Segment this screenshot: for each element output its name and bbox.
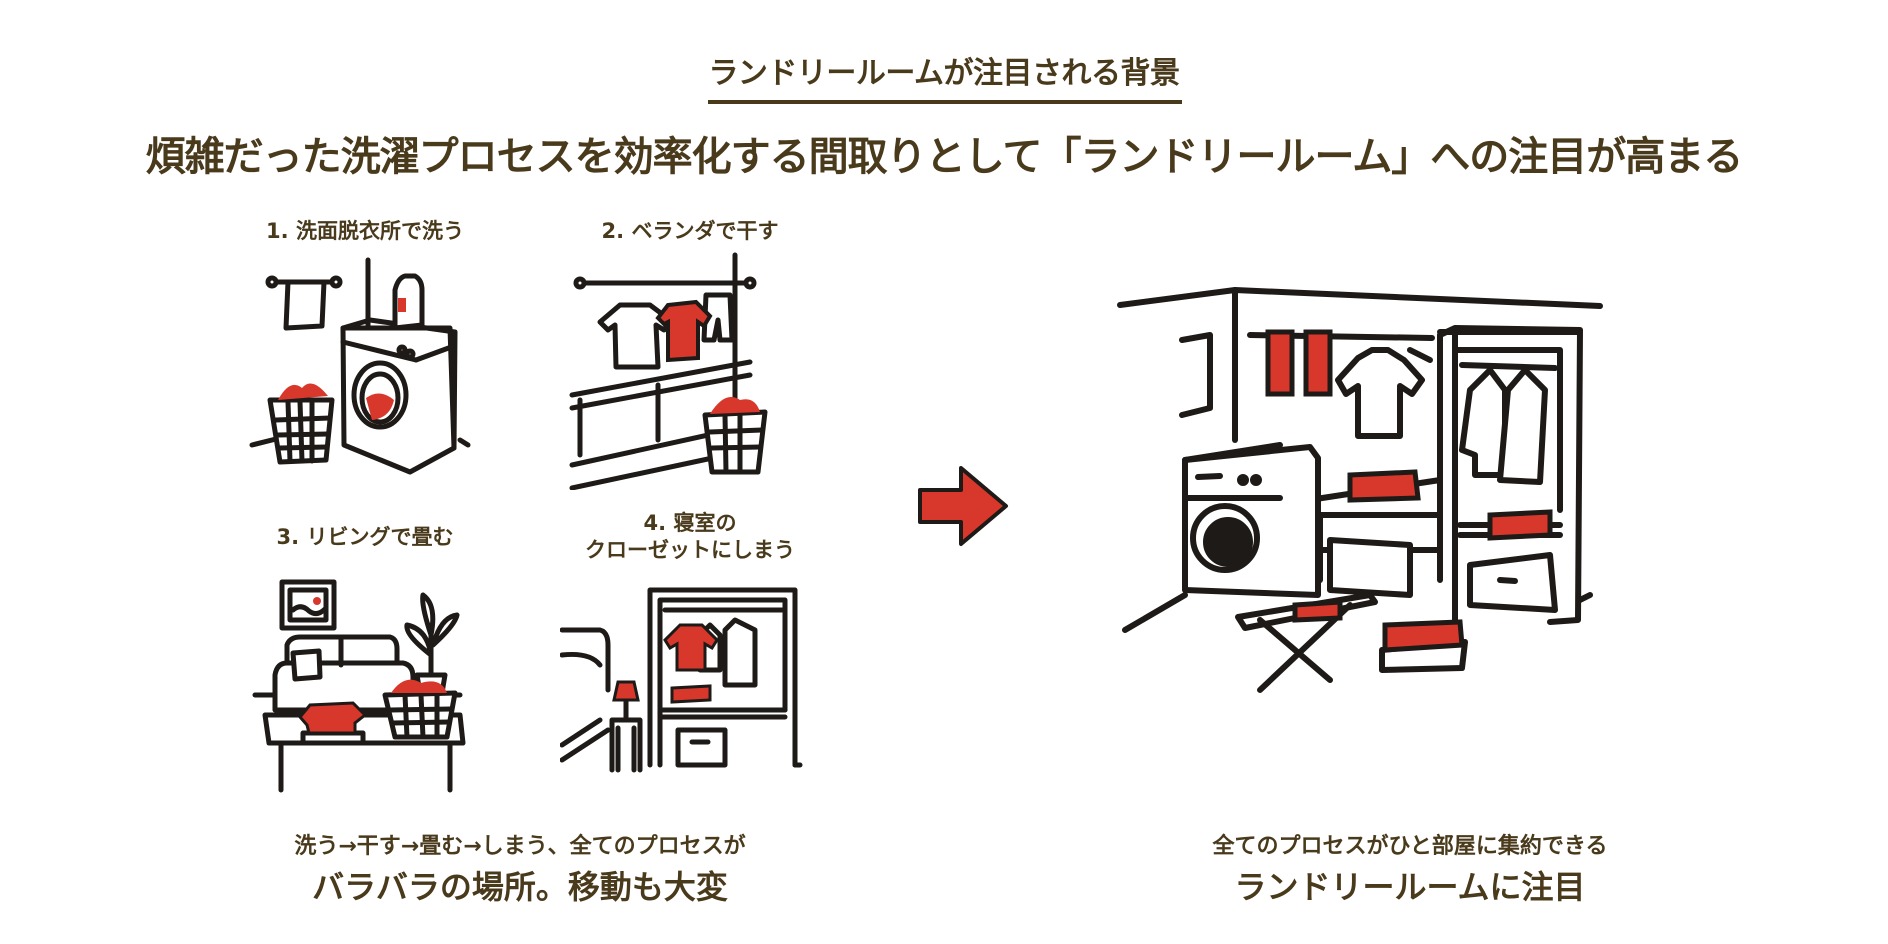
step-4-label-line2: クローゼットにしまう (585, 538, 795, 562)
section-eyebrow: ランドリールームが注目される背景 (708, 56, 1180, 91)
step-3-label: 3. リビングで畳む (276, 525, 454, 549)
after-caption-small: 全てのプロセスがひと部屋に集約できる (1212, 834, 1608, 859)
closet-icon (560, 587, 803, 773)
step-2-label: 2. ベランダで干す (601, 219, 779, 243)
arrow-right-icon (918, 466, 1008, 546)
step-4-label: 4. 寝室の クローゼットにしまう (560, 510, 820, 564)
after-caption-big: ランドリールームに注目 (1234, 868, 1586, 906)
before-caption-big: バラバラの場所。移動も大変 (312, 868, 728, 906)
step-1-label: 1. 洗面脱衣所で洗う (266, 219, 464, 243)
step-4-label-line1: 4. 寝室の (643, 511, 737, 535)
washing-machine-icon (249, 257, 471, 475)
eyebrow-underline (708, 100, 1182, 104)
page-headline: 煩雑だった洗濯プロセスを効率化する間取りとして「ランドリールーム」への注目が高ま… (145, 134, 1744, 180)
before-caption-small: 洗う→干す→畳む→しまう、全てのプロセスが (294, 834, 746, 859)
balcony-drying-icon (569, 252, 768, 490)
living-room-icon (252, 579, 466, 793)
laundry-room-icon (1117, 287, 1603, 693)
